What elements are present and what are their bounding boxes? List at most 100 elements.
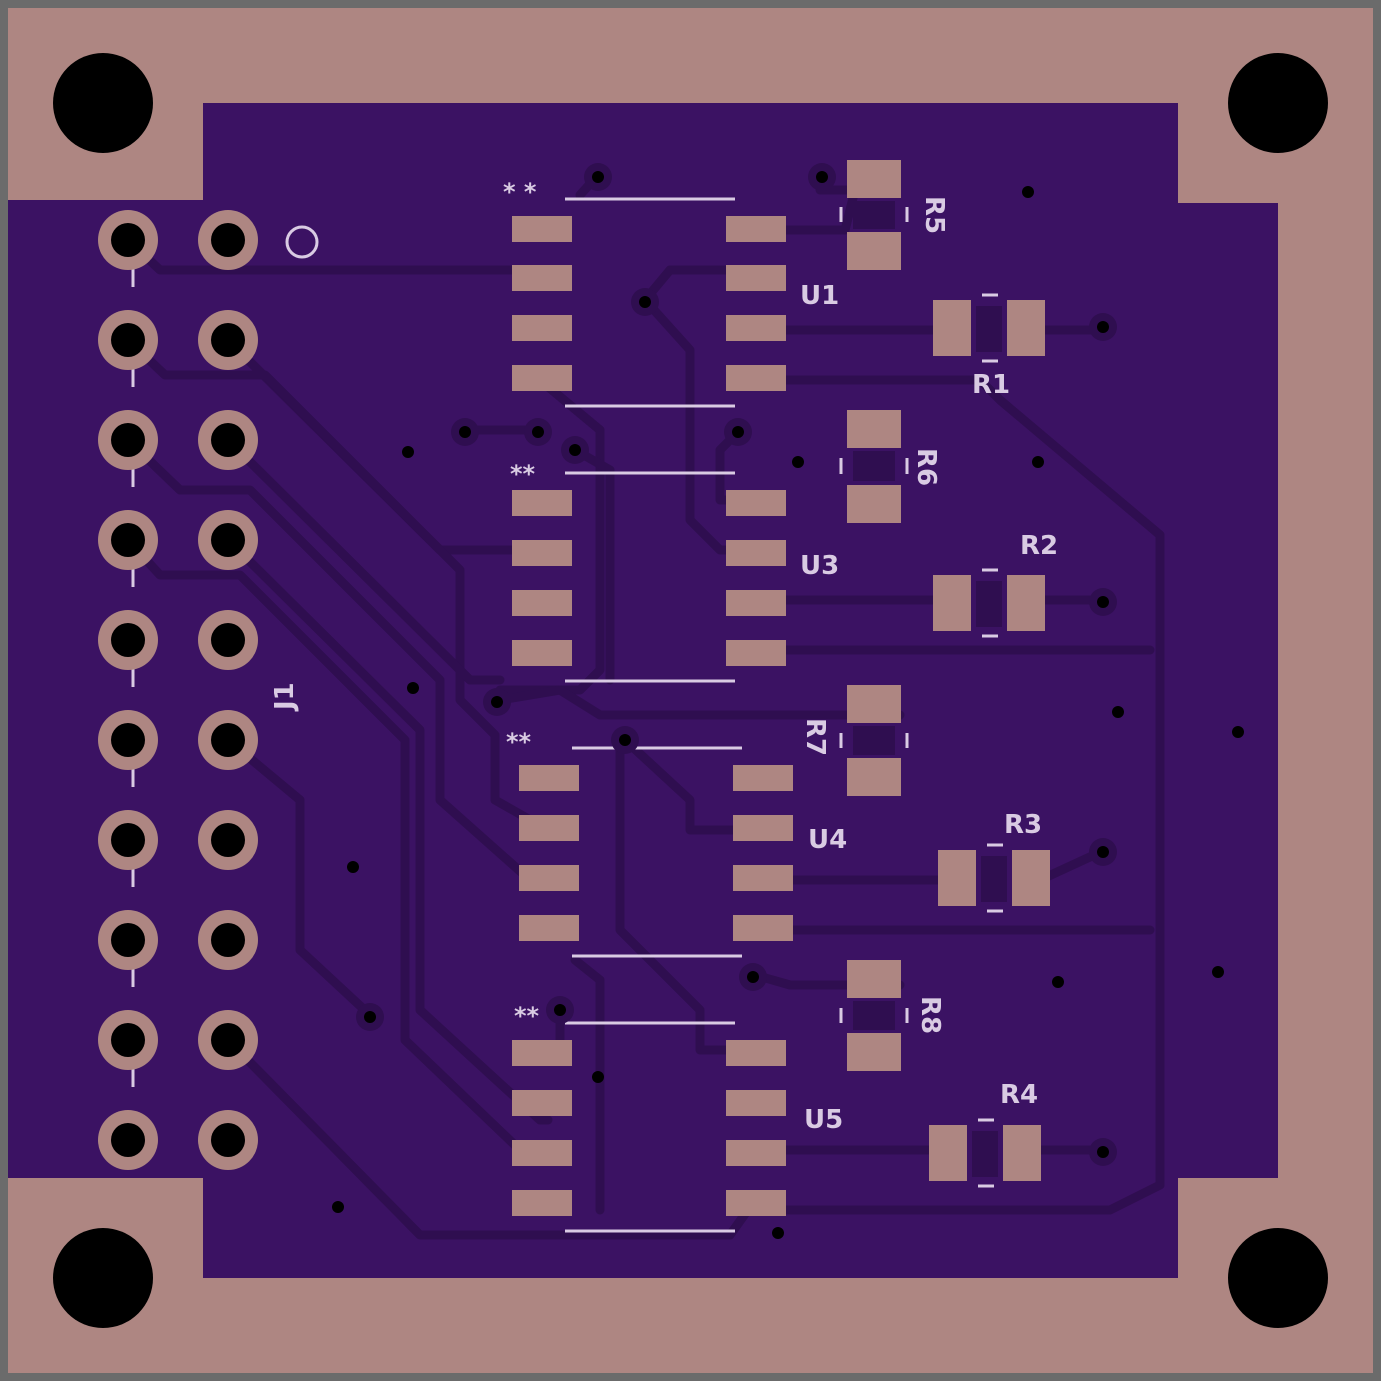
r3-pad[interactable]	[1012, 850, 1050, 906]
r1-pad[interactable]	[1007, 300, 1045, 356]
u5-pad[interactable]	[512, 1040, 572, 1066]
via-drill	[816, 171, 828, 183]
u1-pad[interactable]	[726, 265, 786, 291]
u3-pad[interactable]	[726, 640, 786, 666]
ground-via	[792, 456, 804, 468]
u5-label: U5	[804, 1105, 843, 1135]
u1-pad[interactable]	[512, 315, 572, 341]
ground-via	[1052, 976, 1064, 988]
u1-pad[interactable]	[512, 365, 572, 391]
r6-pad[interactable]	[847, 485, 901, 523]
mounting-hole-bottom-right	[1228, 1228, 1328, 1328]
resistor-r1: R1	[933, 293, 1045, 400]
u5-pad[interactable]	[512, 1140, 572, 1166]
r8-body	[853, 1001, 895, 1030]
r7-pad[interactable]	[847, 685, 901, 723]
u3-pad[interactable]	[726, 540, 786, 566]
r7-body	[853, 726, 895, 755]
u1-pad[interactable]	[726, 365, 786, 391]
u5-pad[interactable]	[726, 1040, 786, 1066]
resistor-r4: R4	[929, 1080, 1041, 1188]
u5-pad[interactable]	[726, 1090, 786, 1116]
r8-pad[interactable]	[847, 960, 901, 998]
via-drill	[592, 171, 604, 183]
u4-pad[interactable]	[733, 815, 793, 841]
r5-label: R5	[919, 196, 949, 234]
j1-drill	[111, 923, 145, 957]
u1-pad[interactable]	[726, 216, 786, 242]
via-drill	[1097, 321, 1109, 333]
resistor-r7: R7	[800, 685, 909, 796]
via-drill	[1097, 846, 1109, 858]
r2-pad[interactable]	[933, 575, 971, 631]
u4-pad[interactable]	[519, 915, 579, 941]
via-drill	[569, 444, 581, 456]
u1-pad[interactable]	[512, 216, 572, 242]
resistor-r8: R8	[839, 960, 945, 1071]
ground-via	[1032, 456, 1044, 468]
r6-label: R6	[911, 448, 941, 486]
u1-label: U1	[800, 281, 839, 311]
u1-pad[interactable]	[726, 315, 786, 341]
r6-body	[853, 451, 895, 481]
j1-drill	[211, 223, 245, 257]
via-drill	[619, 734, 631, 746]
j1-drill	[211, 823, 245, 857]
u3-label: U3	[800, 551, 839, 581]
u4-pad[interactable]	[519, 865, 579, 891]
ic-u1: * * U1	[503, 178, 839, 408]
r3-pad[interactable]	[938, 850, 976, 906]
u5-pad[interactable]	[512, 1190, 572, 1216]
via-drill	[639, 296, 651, 308]
u5-pad[interactable]	[726, 1190, 786, 1216]
mounting-hole-bottom-left	[53, 1228, 153, 1328]
r2-body	[976, 581, 1002, 627]
vias	[332, 163, 1244, 1239]
r7-pad[interactable]	[847, 758, 901, 796]
u3-pad[interactable]	[512, 490, 572, 516]
ground-via	[1022, 186, 1034, 198]
via-drill	[1097, 596, 1109, 608]
u4-pad[interactable]	[733, 915, 793, 941]
j1-label: J1	[270, 682, 300, 712]
j1-header: J1	[98, 210, 319, 1170]
u4-pad[interactable]	[519, 815, 579, 841]
r2-pad[interactable]	[1007, 575, 1045, 631]
u3-pad[interactable]	[512, 540, 572, 566]
j1-drill	[111, 223, 145, 257]
u1-pad[interactable]	[512, 265, 572, 291]
via-drill	[491, 696, 503, 708]
u3-pad[interactable]	[726, 490, 786, 516]
via-drill	[554, 1004, 566, 1016]
u4-label: U4	[808, 825, 847, 855]
r8-label: R8	[915, 996, 945, 1034]
solder-mask	[8, 103, 1278, 1278]
r5-pad[interactable]	[847, 232, 901, 270]
r4-pad[interactable]	[1003, 1125, 1041, 1181]
u3-pad[interactable]	[512, 590, 572, 616]
u5-pad[interactable]	[512, 1090, 572, 1116]
u4-pad[interactable]	[733, 765, 793, 791]
u4-pad[interactable]	[733, 865, 793, 891]
resistor-r2: R2	[933, 531, 1058, 638]
j1-drill	[111, 823, 145, 857]
u4-pin1-mark: **	[506, 728, 532, 756]
r3-label: R3	[1004, 810, 1042, 840]
u3-pad[interactable]	[512, 640, 572, 666]
ic-u5: ** U5	[512, 1002, 843, 1233]
ground-via	[772, 1227, 784, 1239]
resistor-r5: R5	[839, 160, 949, 270]
j1-drill	[211, 923, 245, 957]
via-drill	[732, 426, 744, 438]
r6-pad[interactable]	[847, 410, 901, 448]
r1-pad[interactable]	[933, 300, 971, 356]
r5-pad[interactable]	[847, 160, 901, 198]
r8-pad[interactable]	[847, 1033, 901, 1071]
u3-pad[interactable]	[726, 590, 786, 616]
r4-pad[interactable]	[929, 1125, 967, 1181]
j1-drill	[211, 423, 245, 457]
u4-pad[interactable]	[519, 765, 579, 791]
u5-pad[interactable]	[726, 1140, 786, 1166]
j1-drill	[211, 523, 245, 557]
ic-u4: ** U4	[506, 728, 847, 958]
